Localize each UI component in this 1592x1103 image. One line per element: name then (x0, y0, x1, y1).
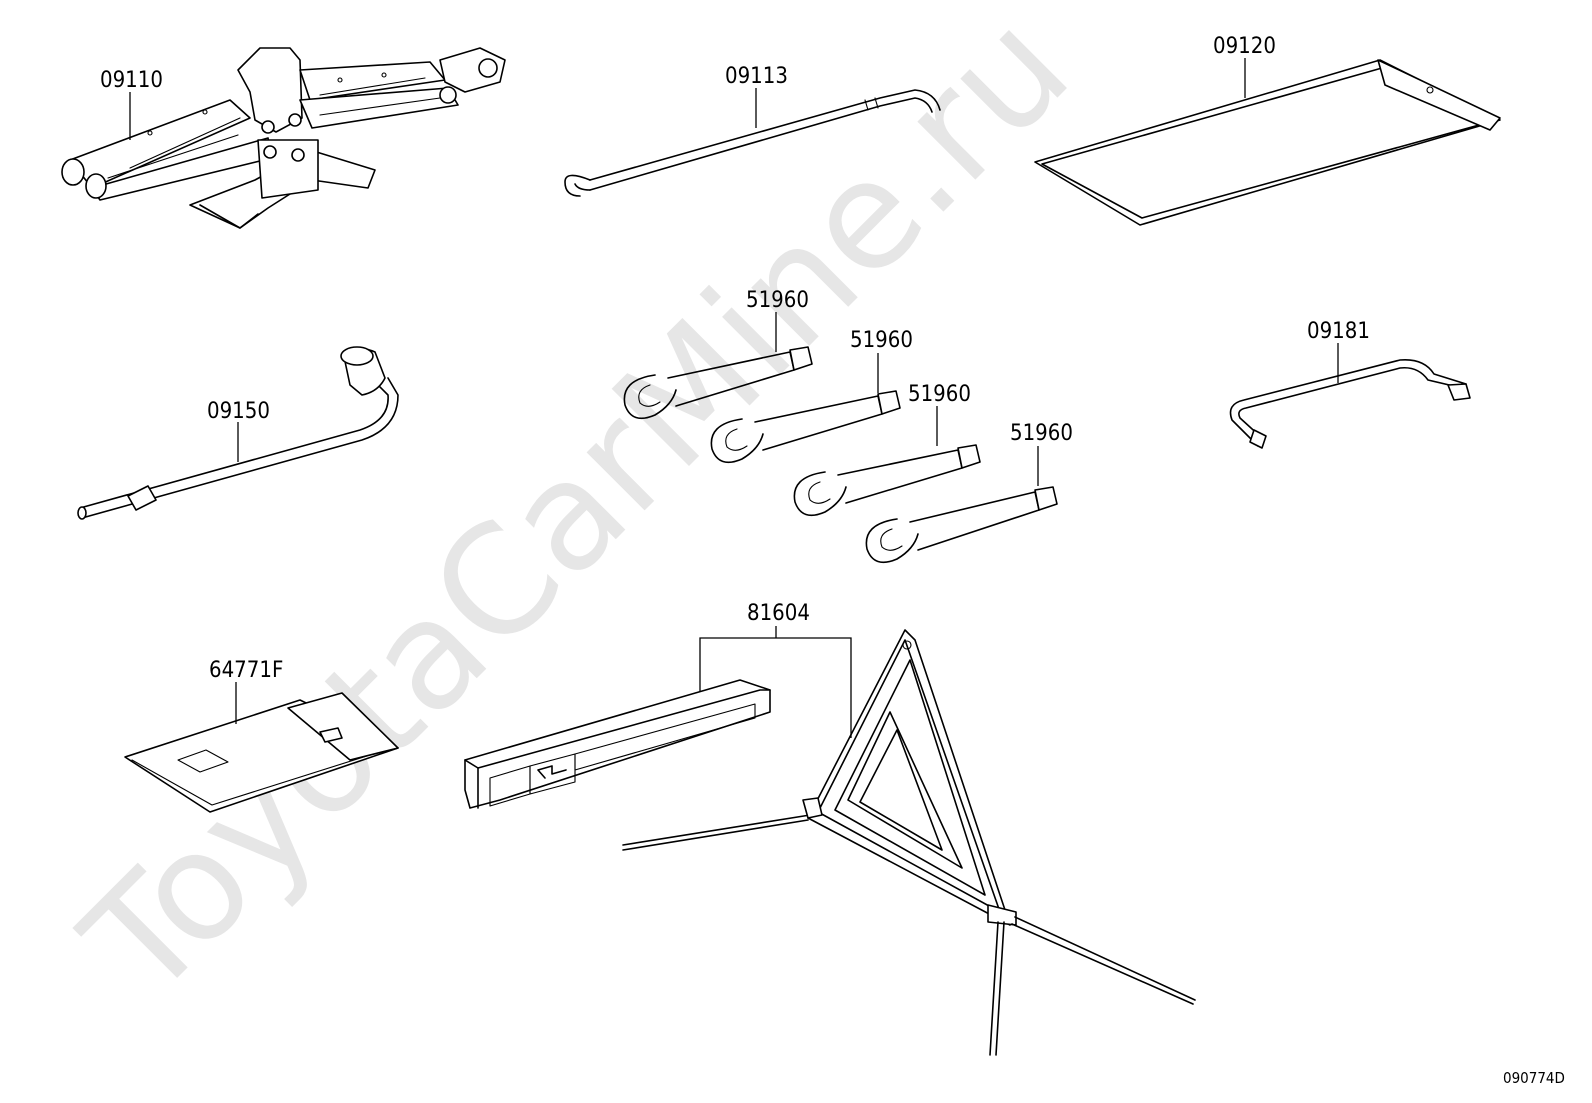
jack-handle-rod-drawing (564, 89, 941, 197)
part-label-51960-d: 51960 (1010, 421, 1073, 446)
towing-eye-drawing-d (865, 486, 1058, 564)
part-label-09113: 09113 (725, 64, 788, 89)
hex-key-drawing (1229, 358, 1471, 449)
towing-eye-drawing-b (710, 390, 901, 464)
part-label-09150: 09150 (207, 399, 270, 424)
tool-tray-drawing (1034, 59, 1501, 226)
towing-eye-drawing-c (793, 444, 981, 517)
part-label-09120: 09120 (1213, 34, 1276, 59)
scissor-jack-drawing (61, 47, 506, 229)
part-label-81604: 81604 (747, 601, 810, 626)
part-label-64771F: 64771F (209, 658, 283, 683)
wheel-wrench-drawing (77, 346, 399, 520)
manual-pouch-drawing (124, 692, 399, 813)
warning-triangle-case-drawing (464, 679, 771, 809)
part-label-09181: 09181 (1307, 319, 1370, 344)
part-label-51960-a: 51960 (746, 288, 809, 313)
drawing-code: 090774D (1503, 1069, 1565, 1087)
part-label-09110: 09110 (100, 68, 163, 93)
warning-triangle-drawing (622, 629, 1196, 1056)
towing-eye-drawing-a (623, 346, 813, 420)
part-label-51960-c: 51960 (908, 382, 971, 407)
part-label-51960-b: 51960 (850, 328, 913, 353)
